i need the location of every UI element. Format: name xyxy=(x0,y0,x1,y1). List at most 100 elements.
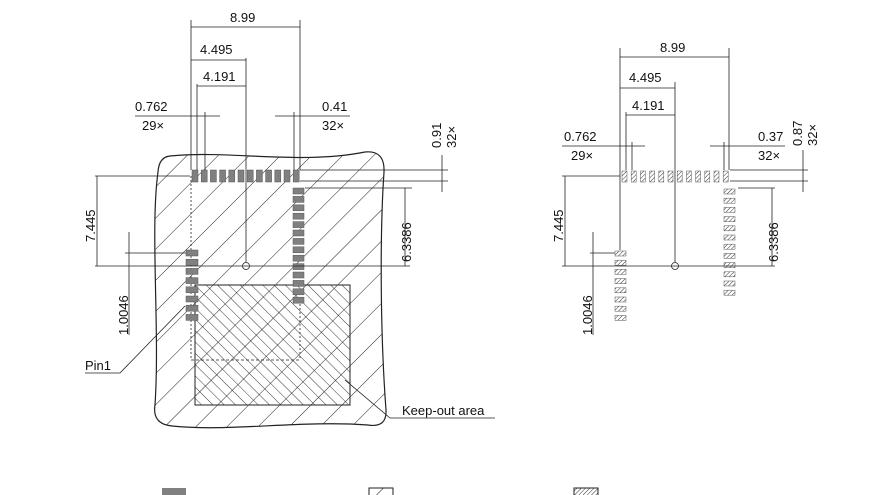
origin-marker xyxy=(242,262,250,270)
dim-pad-height-count: 32× xyxy=(805,124,820,146)
pad xyxy=(185,314,199,321)
pad xyxy=(292,212,305,220)
pad xyxy=(676,170,683,183)
pad xyxy=(237,169,245,183)
dim-pad-width-count: 32× xyxy=(322,118,344,133)
pad xyxy=(292,238,305,245)
dim-pad-width: 0.37 xyxy=(758,129,783,144)
dim-left-column: 1.0046 xyxy=(116,295,131,335)
pad xyxy=(723,234,736,241)
pad xyxy=(265,169,272,183)
legend-swatch-keepout xyxy=(573,487,599,495)
pad xyxy=(667,170,674,183)
dim-left-column: 1.0046 xyxy=(580,295,595,335)
pad xyxy=(185,304,199,312)
pad xyxy=(630,170,637,183)
pad xyxy=(292,246,305,254)
dim-offset: 4.191 xyxy=(203,69,236,84)
left-footprint: 8.99 4.495 4.191 0.762 29× 0.41 32× 0.91… xyxy=(83,10,495,429)
pad xyxy=(614,305,627,312)
dim-pad-height: 0.87 xyxy=(790,121,805,146)
dim-offset: 4.191 xyxy=(632,98,665,113)
pad xyxy=(723,289,736,296)
dim-pad-width: 0.41 xyxy=(322,99,347,114)
pads-left xyxy=(185,169,305,321)
pad xyxy=(723,216,736,222)
right-footprint: 8.99 4.495 4.191 0.762 29× 0.37 32× 0.87… xyxy=(551,40,820,335)
pad xyxy=(614,315,627,321)
dim-width: 8.99 xyxy=(660,40,685,55)
origin-marker xyxy=(671,262,679,270)
dim-width: 8.99 xyxy=(230,10,255,25)
label-pin1: Pin1 xyxy=(85,358,111,373)
pad xyxy=(185,249,199,257)
label-keepout: Keep-out area xyxy=(402,403,485,418)
pad xyxy=(292,169,300,183)
legend-swatch-pad xyxy=(162,488,186,495)
dim-pad-width-count: 32× xyxy=(758,148,780,163)
dim-vertical: 7.445 xyxy=(83,209,98,242)
dim-pitch: 0.762 xyxy=(135,99,168,114)
pad xyxy=(695,170,701,183)
pads-right xyxy=(614,170,736,321)
pad xyxy=(614,296,627,303)
pad xyxy=(191,169,199,183)
pad xyxy=(185,277,199,284)
pad xyxy=(292,254,305,262)
pad xyxy=(614,269,627,275)
pad xyxy=(614,250,627,257)
dim-pad-height: 0.91 xyxy=(429,123,444,148)
pad xyxy=(723,280,736,287)
pad xyxy=(621,170,628,183)
pad xyxy=(723,207,736,213)
legend-swatch-copper xyxy=(368,487,394,495)
pad xyxy=(256,169,263,183)
pad xyxy=(649,170,655,183)
dim-right-column: 6.3386 xyxy=(766,222,781,262)
pad xyxy=(185,268,199,275)
pad xyxy=(292,221,305,228)
pad xyxy=(219,169,226,183)
pad xyxy=(292,288,305,296)
pad xyxy=(722,170,729,183)
pad xyxy=(274,169,282,183)
pad xyxy=(292,204,305,212)
dim-half: 4.495 xyxy=(200,42,233,57)
dim-pitch-count: 29× xyxy=(142,118,164,133)
pad xyxy=(185,258,199,266)
pad xyxy=(292,263,305,270)
pad xyxy=(292,296,305,304)
pad xyxy=(292,271,305,279)
dim-pad-height-count: 32× xyxy=(444,126,459,148)
pad xyxy=(723,262,736,268)
pad xyxy=(713,170,720,183)
pad xyxy=(292,187,305,195)
pad xyxy=(185,286,199,294)
pad xyxy=(185,295,199,303)
pad xyxy=(292,280,305,287)
pad xyxy=(614,259,627,266)
pad xyxy=(686,170,692,183)
pad xyxy=(723,271,736,278)
legend xyxy=(162,487,599,495)
dim-right-column: 6.3386 xyxy=(399,222,414,262)
pad xyxy=(723,243,736,250)
pad xyxy=(614,278,627,284)
dim-half: 4.495 xyxy=(629,70,662,85)
pad xyxy=(246,169,254,183)
pad xyxy=(723,188,736,195)
dim-vertical: 7.445 xyxy=(551,209,566,242)
pad xyxy=(228,169,236,183)
pad xyxy=(704,170,711,183)
pad xyxy=(640,170,646,183)
pad xyxy=(723,197,736,204)
pad xyxy=(292,196,305,203)
pad xyxy=(658,170,665,183)
dim-pitch: 0.762 xyxy=(564,129,597,144)
pad xyxy=(210,169,217,183)
pad xyxy=(723,253,736,259)
dim-pitch-count: 29× xyxy=(571,148,593,163)
pad xyxy=(200,169,208,183)
pad xyxy=(723,225,736,232)
